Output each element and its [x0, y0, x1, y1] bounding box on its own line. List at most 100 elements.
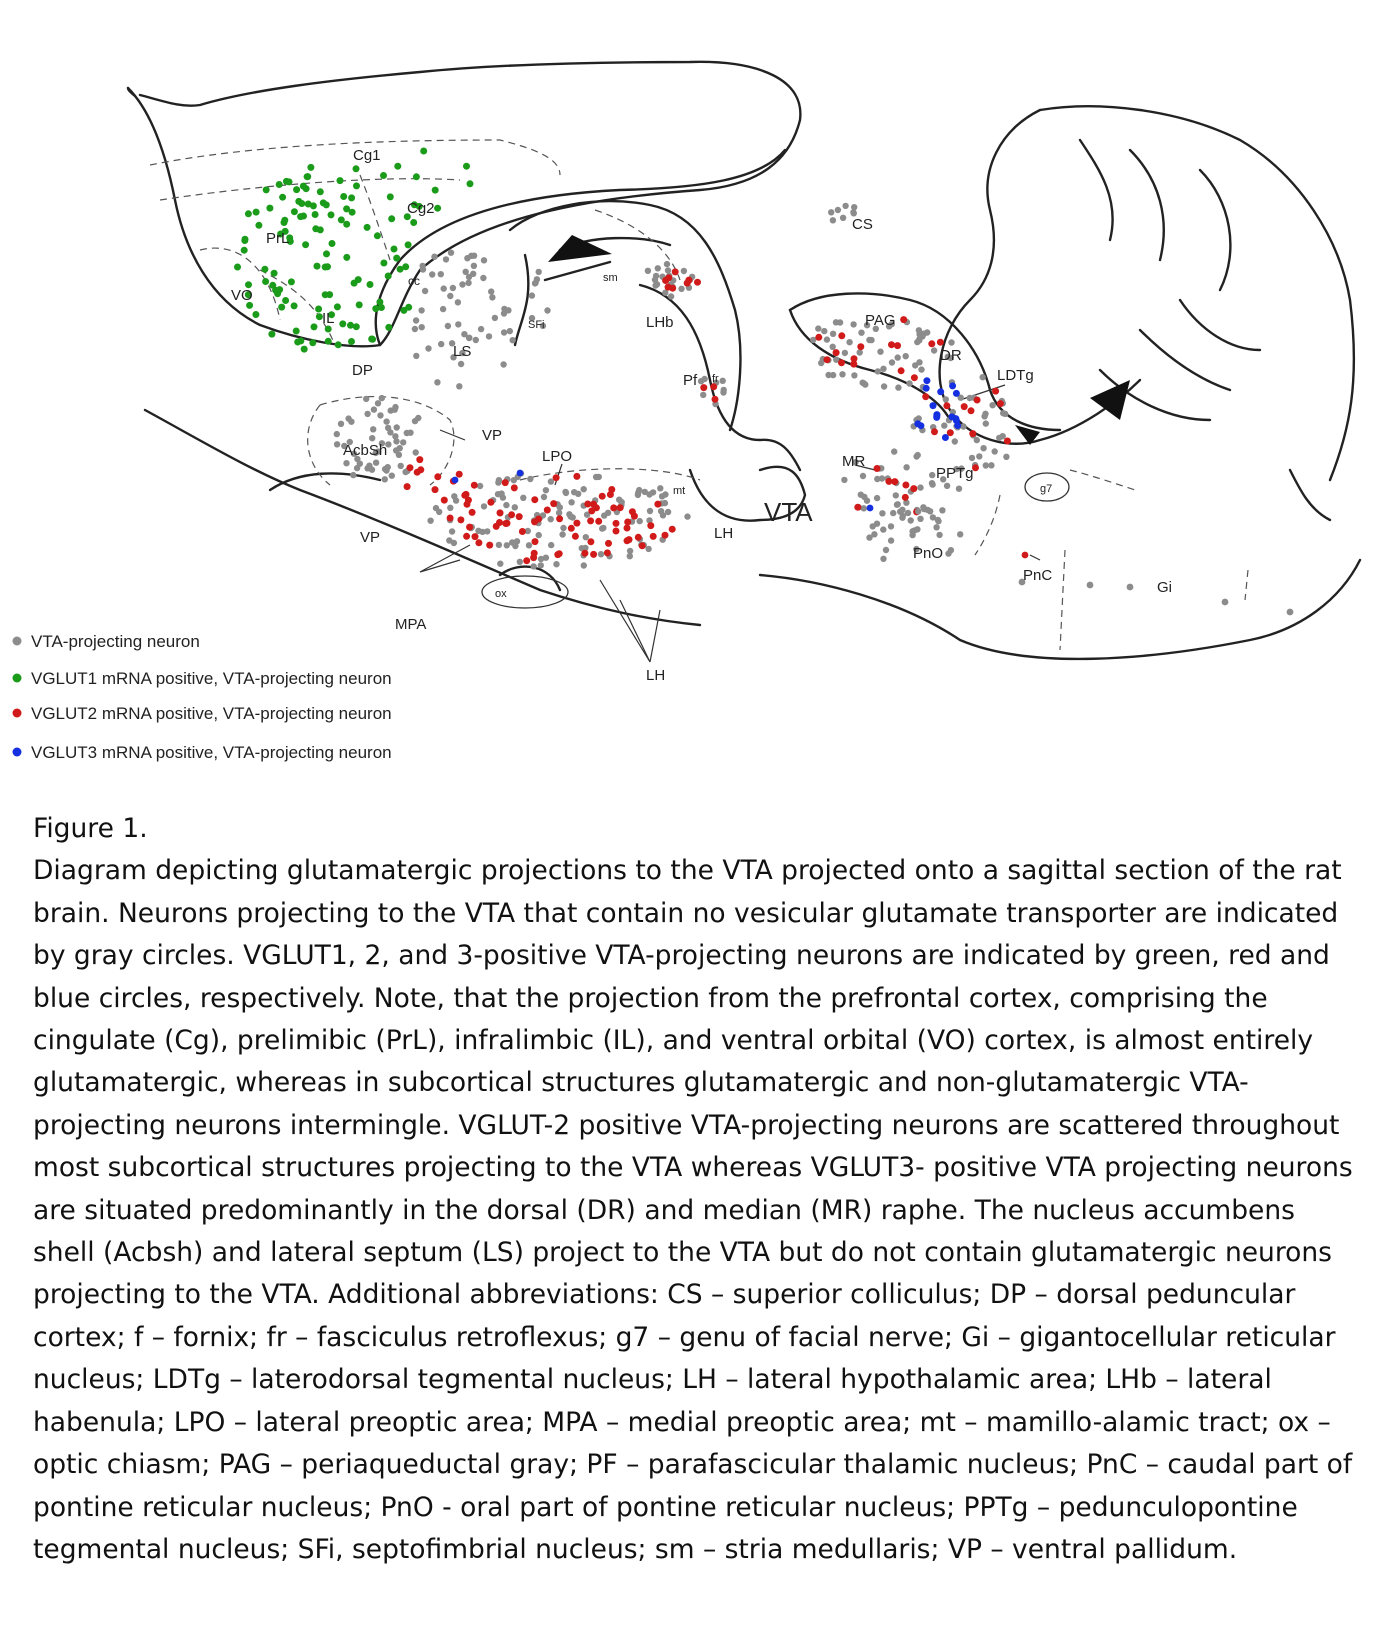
dot-gray-lh — [495, 541, 503, 549]
dot-gray-dr — [942, 396, 949, 403]
dot-vglut2-dr — [973, 396, 981, 404]
dot-vglut1-prefrontal — [328, 240, 336, 247]
neuron-dots — [234, 147, 1294, 616]
dot-vglut2-lh — [590, 500, 597, 508]
dot-gray-cs — [850, 209, 857, 216]
dot-gray-pag — [902, 353, 909, 360]
dot-gray-ls — [412, 317, 420, 324]
dot-gray-mr — [903, 499, 910, 506]
dot-gray-mr — [841, 476, 848, 484]
label-cg1: Cg1 — [353, 147, 381, 164]
dot-gray-lh — [684, 513, 691, 520]
label-gi: Gi — [1157, 579, 1172, 596]
dot-vglut2-lh — [446, 514, 454, 522]
dot-gray-lh — [575, 490, 582, 497]
dot-gray-lh — [540, 493, 548, 501]
dot-vglut1-prefrontal — [244, 210, 252, 218]
label-pno: PnO — [913, 545, 943, 562]
dot-gray-lh — [599, 525, 606, 532]
dot-gray-mr — [880, 526, 887, 533]
dot-vglut1-prefrontal — [410, 219, 418, 226]
dot-vglut1-prefrontal — [312, 225, 320, 233]
legend-item-vglut2: VGLUT2 mRNA positive, VTA-projecting neu… — [12, 704, 392, 723]
brain-outline — [126, 60, 1362, 661]
dot-gray-acbsh — [391, 406, 398, 413]
caption-title: Figure 1. — [33, 813, 148, 844]
dot-gray-dr — [960, 423, 967, 430]
dot-vglut2-lh — [612, 519, 620, 527]
dot-vglut2-vp — [440, 496, 448, 504]
dot-gray-pag — [914, 338, 921, 346]
dot-vglut2-lh — [466, 523, 474, 531]
dot-gray-pag — [832, 319, 840, 326]
dot-gray-acbsh — [393, 438, 400, 445]
dot-vglut1-prefrontal — [309, 202, 317, 210]
dot-gray-cs — [839, 214, 847, 221]
dot-gray-acbsh — [402, 468, 409, 476]
dot-vglut2-lh — [623, 524, 631, 532]
dot-gray-cs — [828, 209, 835, 216]
dot-vglut1-prefrontal — [373, 232, 381, 240]
dot-vglut1-prefrontal — [390, 245, 398, 253]
dot-gray-lh — [580, 486, 587, 493]
dot-vglut2-lh — [531, 496, 539, 504]
dot-vglut2-lh — [638, 542, 646, 550]
dot-gray-lhb — [662, 289, 669, 296]
dot-vglut2-lh — [468, 508, 476, 516]
dot-vglut1-prefrontal — [261, 265, 269, 273]
dot-vglut1-prefrontal — [255, 221, 263, 229]
dot-vglut1-prefrontal — [376, 298, 384, 306]
dot-gray-lh — [530, 563, 537, 570]
dot-vglut1-prefrontal — [234, 263, 241, 271]
dot-gray-acbsh — [363, 395, 370, 403]
dot-vglut1-prefrontal — [246, 301, 254, 309]
dot-gray-acbsh — [395, 451, 403, 458]
dot-vglut1-prefrontal — [355, 301, 363, 309]
label-cc: cc — [408, 274, 420, 288]
dot-gray-acbsh — [370, 426, 377, 433]
dot-gray-sfi — [535, 268, 542, 276]
dot-vglut2-lh — [649, 532, 657, 540]
label-mt: mt — [673, 485, 685, 497]
dot-gray-pag — [947, 354, 954, 362]
dot-vglut2-vp — [431, 486, 439, 494]
dot-vglut2-lh — [501, 479, 509, 487]
dot-vglut3-dr — [954, 422, 962, 429]
dot-vglut2-lh — [550, 500, 558, 508]
dot-gray-lh — [510, 477, 517, 484]
dot-vglut2-lh — [595, 517, 603, 525]
label-mr: MR — [842, 453, 865, 470]
dot-vglut1-prefrontal — [293, 186, 301, 194]
dot-gray-lh — [547, 516, 554, 523]
dot-gray-lhb — [664, 267, 672, 274]
dot-vglut1-prefrontal — [386, 193, 394, 201]
dot-vglut2-pag — [815, 333, 823, 341]
dot-gray-pag — [818, 359, 825, 367]
dot-gray-sfi — [528, 314, 536, 322]
dot-gray-lh — [447, 504, 454, 511]
dot-vglut2-lhb — [671, 268, 679, 276]
dot-gray-ls — [491, 314, 499, 322]
dot-isolated — [1018, 578, 1026, 586]
dot-gray-lh — [659, 512, 667, 519]
dot-gray-acbsh — [370, 406, 378, 413]
dot-vglut2-lh — [531, 538, 539, 546]
dot-gray-lh — [559, 531, 566, 538]
dot-gray-dr — [988, 462, 995, 469]
dot-vglut2-dr — [992, 387, 1000, 395]
dot-vglut1-prefrontal — [385, 323, 393, 331]
dot-gray-lh — [448, 528, 456, 535]
sagittal-brain-section: Cg1 Cg2 PrL VO IL DP cc LS AcbSh VP VP M… — [12, 60, 1362, 762]
dot-vglut2-lh — [471, 533, 479, 541]
dot-vglut1-prefrontal — [300, 212, 307, 220]
dot-gray-dr — [958, 465, 965, 472]
dot-vglut2-lh — [588, 507, 596, 515]
dot-vglut1-prefrontal — [304, 173, 312, 181]
dot-vglut2-lh — [630, 512, 638, 520]
dot-vglut2-vp — [406, 464, 414, 472]
dot-gray-pag — [948, 339, 955, 346]
dot-gray-acbsh — [343, 460, 350, 467]
label-sfi: SFi — [528, 319, 545, 331]
dot-gray-ls — [419, 262, 426, 270]
dot-gray-mr — [852, 459, 859, 466]
